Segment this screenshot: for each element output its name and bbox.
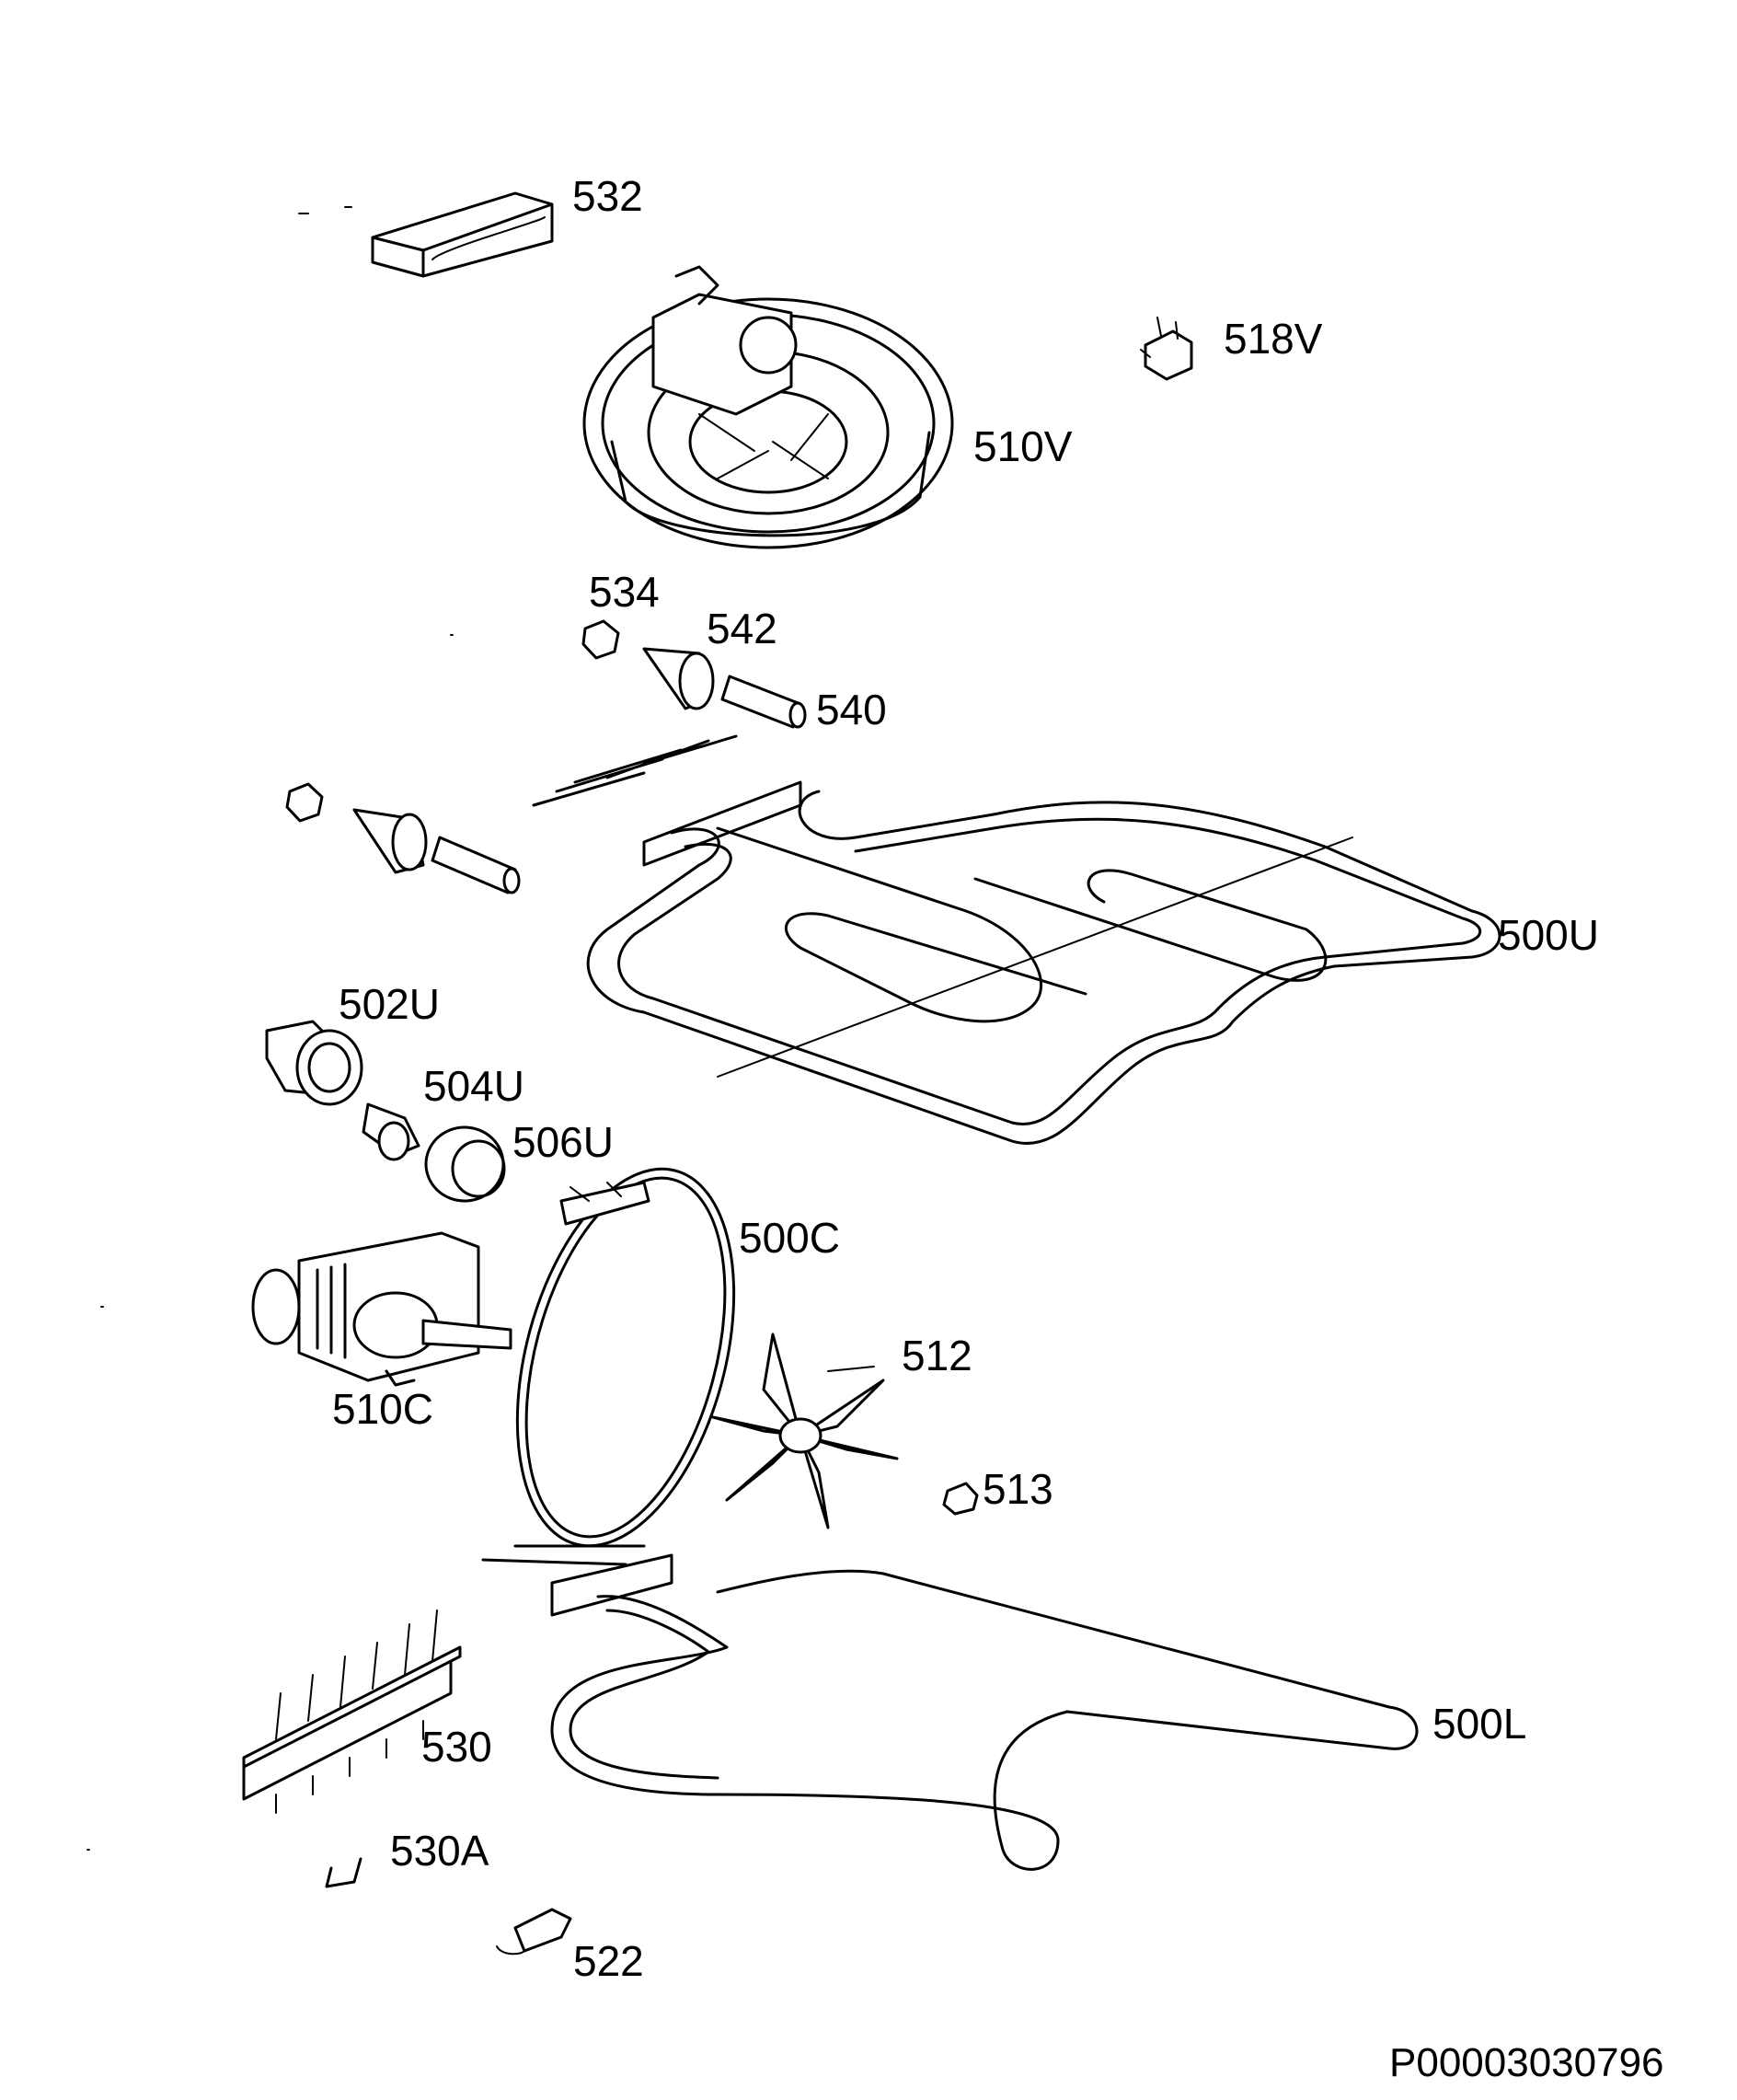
part-500u-grill-element (532, 734, 1501, 1145)
part-502u-lamp-holder (265, 1020, 363, 1106)
label-510v: 510V (973, 422, 1073, 470)
part-534-nut (581, 619, 620, 660)
part-532-connector-block (371, 191, 554, 278)
part-530a-clip (325, 1857, 362, 1888)
part-510c-fan-motor (251, 1231, 512, 1387)
label-534: 534 (589, 568, 660, 616)
part-506u-lamp-cover (424, 1125, 506, 1203)
label-500l: 500L (1432, 1700, 1527, 1748)
part-sleeve-secondary (431, 836, 521, 894)
part-513-nut (942, 1482, 979, 1516)
part-542-bushing (642, 647, 715, 710)
label-500u: 500U (1498, 911, 1599, 959)
label-518v: 518V (1224, 315, 1323, 363)
label-502u: 502U (339, 980, 440, 1028)
label-504u: 504U (423, 1062, 524, 1110)
part-bushing-secondary (352, 808, 428, 874)
part-512-fan-blade (711, 1333, 899, 1529)
label-542: 542 (707, 605, 777, 652)
part-540-sleeve (720, 675, 807, 729)
label-540: 540 (816, 686, 887, 733)
part-nut-secondary (285, 782, 324, 823)
label-532: 532 (572, 172, 643, 220)
label-530a: 530A (390, 1827, 489, 1875)
part-510v-cooling-fan (582, 265, 954, 549)
part-518v-switch (1140, 317, 1193, 381)
part-500c-circular-element (515, 1167, 736, 1548)
label-510c: 510C (332, 1385, 433, 1433)
stray-marks (86, 206, 454, 1851)
part-522-switch (496, 1908, 572, 1956)
part-504u-bulb (362, 1102, 420, 1161)
part-530-terminal-strip (242, 1610, 462, 1814)
label-522: 522 (573, 1937, 644, 1985)
label-500c: 500C (739, 1214, 840, 1262)
part-500l-lower-element (481, 1544, 1419, 1871)
label-513: 513 (983, 1465, 1053, 1513)
label-512: 512 (902, 1332, 972, 1379)
document-id: P00003030796 (1389, 2040, 1664, 2085)
label-530: 530 (421, 1723, 492, 1771)
label-506u: 506U (512, 1118, 614, 1166)
